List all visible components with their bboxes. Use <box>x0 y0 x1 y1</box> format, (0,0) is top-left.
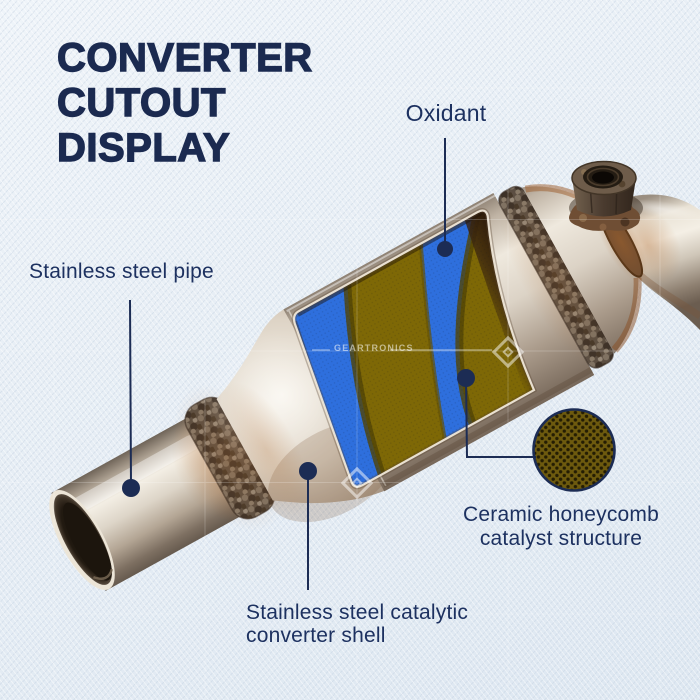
title-line: CONVERTER <box>56 35 313 80</box>
honeycomb-label-line: catalyst structure <box>479 527 643 550</box>
inlet-pipe-opening <box>49 489 115 591</box>
shell-label-line: converter shell <box>246 624 386 647</box>
honeycomb-leader-line <box>465 377 536 458</box>
watermark-diamond-icon <box>491 335 525 369</box>
o2-sensor-bung <box>569 160 643 231</box>
title-line: CUTOUT <box>56 80 226 125</box>
watermark-diamond-icon <box>340 466 374 500</box>
stainless-steel-pipe-label: Stainless steel pipe <box>29 260 214 283</box>
leader-lines <box>129 138 536 590</box>
honeycomb-pointer-dot <box>457 369 475 387</box>
shell-pointer-dot <box>299 462 317 480</box>
converter-shell-label: Stainless steel catalytic converter shel… <box>246 601 468 647</box>
cutout-rim <box>292 209 536 488</box>
honeycomb-inset <box>532 408 616 492</box>
honeycomb-label-line: Ceramic honeycomb <box>463 503 659 526</box>
watermark-brand: GEARTRONICS <box>334 343 414 353</box>
honeycomb-inset-border <box>532 408 616 492</box>
oxidant-pointer-dot <box>437 241 453 257</box>
page-title: CONVERTER CUTOUT DISPLAY <box>56 35 313 171</box>
pipe-pointer-dot <box>122 479 140 497</box>
title-line: DISPLAY <box>56 125 231 170</box>
outlet-pipe-highlight <box>624 199 700 219</box>
pipe-leader-line <box>129 299 132 487</box>
oxidant-label: Oxidant <box>405 100 487 126</box>
shell-label-line: Stainless steel catalytic <box>246 601 469 624</box>
converter-assembly <box>49 184 648 591</box>
honeycomb-label: Ceramic honeycomb catalyst structure <box>455 503 667 551</box>
pointer-dots <box>122 241 475 497</box>
